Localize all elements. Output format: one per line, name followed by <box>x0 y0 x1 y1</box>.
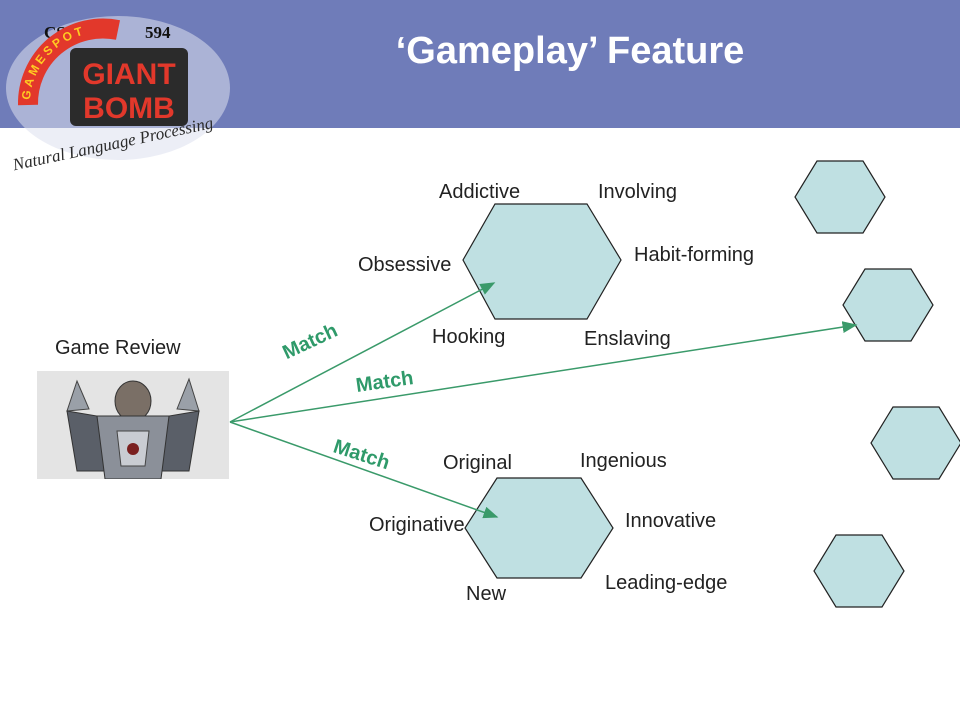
match-arrow <box>229 421 499 519</box>
feature-hexagon <box>813 534 905 608</box>
synonym-label: Leading-edge <box>605 572 728 594</box>
match-arrow <box>229 321 858 423</box>
logo-brand-bottom: BOMB <box>83 92 175 125</box>
addictive-hexagon <box>462 203 622 320</box>
synonym-label: Original <box>443 452 512 474</box>
feature-hexagon <box>842 268 934 342</box>
logo-right-text: 594 <box>145 23 171 42</box>
original-hexagon <box>464 477 614 579</box>
synonym-label: Obsessive <box>358 254 452 276</box>
feature-hexagon <box>794 160 886 234</box>
logo-ring <box>17 18 120 106</box>
synonym-label: Hooking <box>432 326 506 348</box>
feature-hexagon <box>870 406 960 480</box>
game-review-label: Game Review <box>55 337 181 359</box>
synonym-label: Originative <box>369 514 465 536</box>
synonym-label: Enslaving <box>584 328 671 350</box>
game-review-image <box>37 371 229 479</box>
synonym-label: Involving <box>598 181 677 203</box>
synonym-label: Habit-forming <box>634 244 755 266</box>
match-arrow <box>229 282 496 423</box>
logo-brand-block <box>70 48 188 126</box>
synonym-label: New <box>466 583 507 605</box>
synonym-label: Addictive <box>439 181 521 203</box>
synonym-label: Ingenious <box>580 450 667 472</box>
synonym-label: Innovative <box>625 510 717 532</box>
course-logo: CSC 594 GAMESPOT GIANT BOMB Natural Lang… <box>6 16 230 174</box>
character-figure <box>37 371 229 479</box>
logo-brand-top: GIANT <box>82 58 175 91</box>
page-title: ‘Gameplay’ Feature <box>395 30 745 72</box>
